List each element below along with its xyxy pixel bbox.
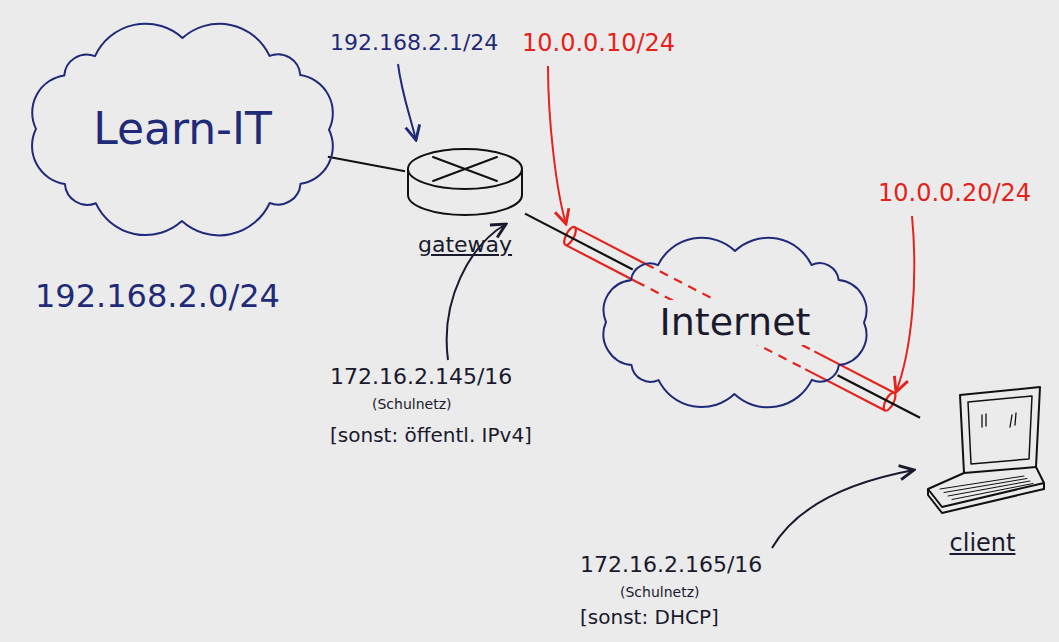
network-cloud: Learn-IT	[20, 22, 345, 237]
laptop-display	[968, 396, 1032, 464]
leader-arrow	[772, 470, 914, 548]
node-label: gateway	[418, 232, 512, 258]
router-outline	[405, 145, 525, 220]
node-label: Internet	[654, 300, 817, 346]
leader-arrow	[896, 216, 914, 392]
laptop-base	[928, 467, 1044, 513]
ip-address: 172.16.2.145/16	[330, 364, 512, 389]
screen-marks	[982, 413, 1016, 427]
network-address: 192.168.2.0/24	[35, 278, 280, 315]
router-node: gateway	[405, 145, 525, 220]
node-label: client	[950, 529, 1016, 558]
cloud-outline	[603, 238, 866, 408]
network-note: [sonst: öffentl. IPv4]	[330, 424, 532, 447]
tunnel-ip: 10.0.0.10/24	[522, 30, 675, 58]
router-top	[408, 149, 522, 189]
tunnel-ip: 10.0.0.20/24	[878, 180, 1031, 208]
network-cloud: Internet	[590, 235, 880, 410]
node-label: Learn-IT	[87, 103, 278, 156]
network-link	[328, 157, 405, 171]
leader-arrow	[548, 66, 566, 224]
leader-arrow	[398, 64, 416, 140]
network-link	[525, 214, 633, 270]
vpn-tunnel	[562, 225, 898, 412]
laptop-screen	[960, 387, 1040, 473]
network-note: (Schulnetz)	[620, 584, 699, 600]
ip-address: 172.16.2.165/16	[580, 552, 762, 577]
network-note: [sonst: DHCP]	[580, 606, 719, 629]
cloud-outline	[32, 24, 333, 236]
network-note: (Schulnetz)	[372, 396, 451, 412]
network-link	[838, 375, 920, 417]
keyboard-rows	[940, 476, 1033, 500]
router-cross	[433, 157, 497, 181]
ip-address: 192.168.2.1/24	[330, 30, 498, 55]
laptop-outline	[920, 385, 1045, 515]
laptop-node: client	[920, 385, 1045, 515]
